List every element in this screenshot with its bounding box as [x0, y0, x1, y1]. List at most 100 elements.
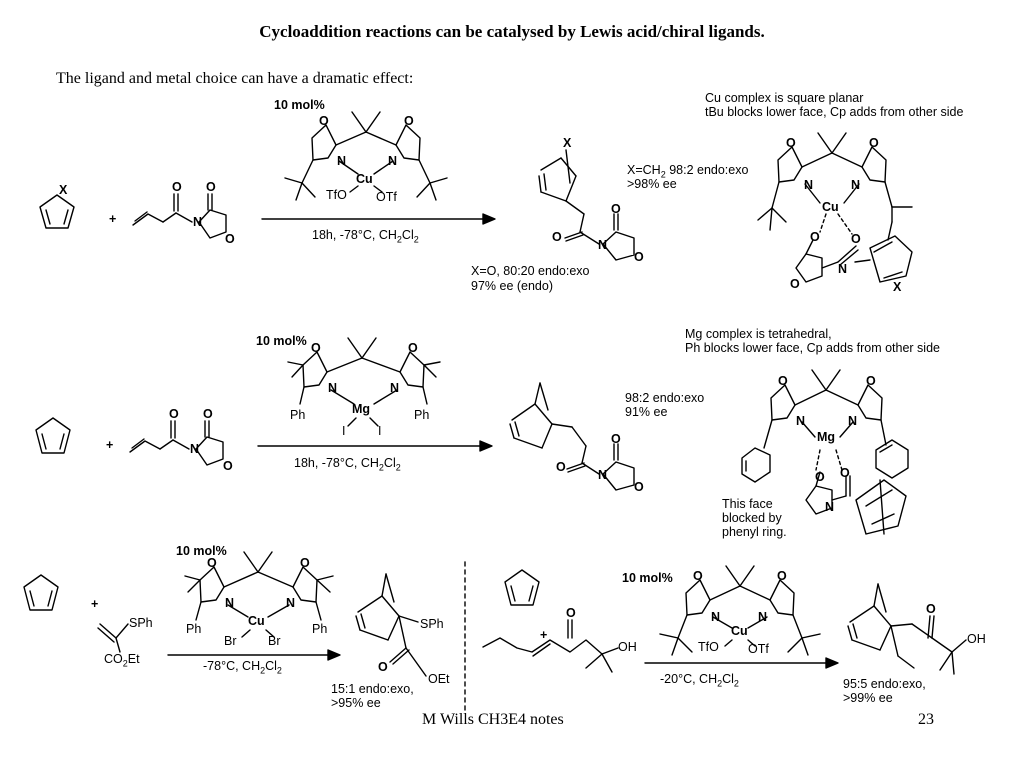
scheme1-counterion-left: TfO	[326, 188, 347, 202]
scheme1-product-o2: O	[611, 202, 621, 216]
scheme2-substituent-right: Ph	[414, 408, 430, 422]
scheme1-cat-o-right: O	[404, 114, 414, 128]
scheme3-substituent-right: Ph	[312, 622, 328, 636]
scheme3-catalyst	[184, 551, 334, 638]
scheme2-cat-n-left: N	[328, 381, 338, 395]
scheme2-diene	[35, 417, 71, 454]
scheme3-substituent-left: Ph	[186, 622, 202, 636]
scheme4-product	[847, 583, 967, 675]
scheme3-halide-right: Br	[268, 634, 281, 648]
scheme2-cat-n-right: N	[390, 381, 400, 395]
scheme1-complex-o-left: O	[786, 136, 796, 150]
scheme1-complex-o-right: O	[869, 136, 879, 150]
scheme4-hydroxyl: OH	[618, 640, 637, 654]
scheme3-halide-left: Br	[224, 634, 237, 648]
scheme1-complex-n-right: N	[851, 178, 861, 192]
scheme1-plus: +	[109, 212, 117, 226]
scheme4-result-line2: >99% ee	[843, 691, 893, 705]
scheme4-cat-o-right: O	[777, 569, 787, 583]
scheme1-result-ch2-line2: >98% ee	[627, 177, 677, 191]
scheme3-result-line1: 15:1 endo:exo,	[331, 682, 414, 696]
scheme1-complex-o-coord1: O	[810, 230, 820, 244]
scheme4-counterion-right: OTf	[748, 642, 769, 656]
scheme2-face-note-line3: phenyl ring.	[722, 525, 787, 539]
scheme1-product-o1: O	[552, 230, 562, 244]
scheme1-complex-n-left: N	[804, 178, 814, 192]
scheme2-substituent-left: Ph	[290, 408, 306, 422]
scheme4-product-hydroxyl: OH	[967, 632, 986, 646]
scheme1-loading: 10 mol%	[274, 98, 325, 112]
scheme1-heteroatom: X	[59, 183, 68, 197]
scheme1-note-line2: tBu blocks lower face, Cp adds from othe…	[705, 105, 964, 119]
scheme3-product	[355, 573, 427, 677]
footer-author: M Wills CH3E4 notes	[422, 711, 564, 728]
scheme2-complex-o-coord2: O	[840, 466, 850, 480]
scheme2-halide-right: I	[378, 424, 382, 438]
scheme2-cat-o-left: O	[311, 341, 321, 355]
scheme1-complex-x: X	[893, 280, 902, 294]
scheme2-product	[509, 382, 635, 491]
scheme1-complex-n: N	[838, 262, 848, 276]
scheme1-ring-o: O	[225, 232, 235, 246]
scheme2-carbonyl-o1: O	[169, 407, 179, 421]
scheme1-n: N	[193, 215, 203, 229]
scheme2-complex-metal: Mg	[817, 430, 836, 444]
scheme2-product-o2: O	[611, 432, 621, 446]
scheme3-arrow	[167, 649, 341, 661]
scheme1-catalyst-metal: Cu	[356, 172, 373, 186]
scheme2-halide-left: I	[342, 424, 346, 438]
scheme4-cat-o-left: O	[693, 569, 703, 583]
scheme1-carbonyl-o2: O	[206, 180, 216, 194]
scheme2-product-o1: O	[556, 460, 566, 474]
scheme3-dienophile-group2: CO2Et	[104, 652, 140, 669]
scheme3-cat-o-left: O	[207, 556, 217, 570]
scheme1-note-line1: Cu complex is square planar	[705, 91, 864, 105]
scheme3-cat-o-right: O	[300, 556, 310, 570]
scheme4-loading: 10 mol%	[622, 571, 673, 585]
scheme1-product	[538, 149, 635, 261]
scheme1-diene	[39, 194, 75, 229]
scheme1-cat-n-right: N	[388, 154, 398, 168]
scheme2-complex-n-left: N	[796, 414, 806, 428]
scheme2-face-note-line2: blocked by	[722, 511, 782, 525]
scheme2-complex-o-left: O	[778, 374, 788, 388]
scheme2-carbonyl-o2: O	[203, 407, 213, 421]
scheme3-product-group1: SPh	[420, 617, 444, 631]
scheme1-result-ch2-line1: X=CH2 98:2 endo:exo	[627, 163, 749, 180]
scheme4-cat-n-right: N	[758, 610, 768, 624]
scheme2-complex-n-right: N	[848, 414, 858, 428]
scheme4-arrow	[644, 657, 839, 669]
scheme3-dienophile	[97, 623, 129, 653]
scheme1-product-x: X	[563, 136, 572, 150]
scheme3-dienophile-group1: SPh	[129, 616, 153, 630]
scheme2-result-line1: 98:2 endo:exo	[625, 391, 705, 405]
scheme2-note-line1: Mg complex is tetrahedral,	[685, 327, 832, 341]
scheme4-diene	[504, 569, 540, 606]
scheme2-conditions: 18h, -78°C, CH2Cl2	[294, 456, 401, 473]
scheme1-complex-ring-o: O	[790, 277, 800, 291]
scheme2-complex-o-right: O	[866, 374, 876, 388]
scheme4-cat-n-left: N	[711, 610, 721, 624]
scheme3-cat-n-right: N	[286, 596, 296, 610]
scheme4-plus: +	[540, 628, 548, 642]
scheme2-product-ring-o: O	[634, 480, 644, 494]
scheme1-catalyst	[284, 111, 448, 201]
scheme1-counterion-right: OTf	[376, 190, 397, 204]
scheme2-face-note-line1: This face	[722, 497, 773, 511]
scheme2-loading: 10 mol%	[256, 334, 307, 348]
slide-title: Cycloaddition reactions can be catalysed…	[259, 22, 765, 41]
scheme3-loading: 10 mol%	[176, 544, 227, 558]
scheme3-plus: +	[91, 597, 99, 611]
scheme1-complex	[757, 132, 913, 283]
page-number: 23	[918, 711, 934, 728]
scheme1-result-o-line1: X=O, 80:20 endo:exo	[471, 264, 590, 278]
scheme4-result-line1: 95:5 endo:exo,	[843, 677, 926, 691]
scheme3-conditions: -78°C, CH2Cl2	[203, 659, 282, 676]
scheme4-product-o: O	[926, 602, 936, 616]
scheme2-plus: +	[106, 438, 114, 452]
slide-subtitle: The ligand and metal choice can have a d…	[56, 70, 414, 87]
scheme2-arrow	[257, 440, 493, 452]
scheme2-dienophile	[129, 420, 224, 466]
scheme2-n: N	[190, 442, 200, 456]
